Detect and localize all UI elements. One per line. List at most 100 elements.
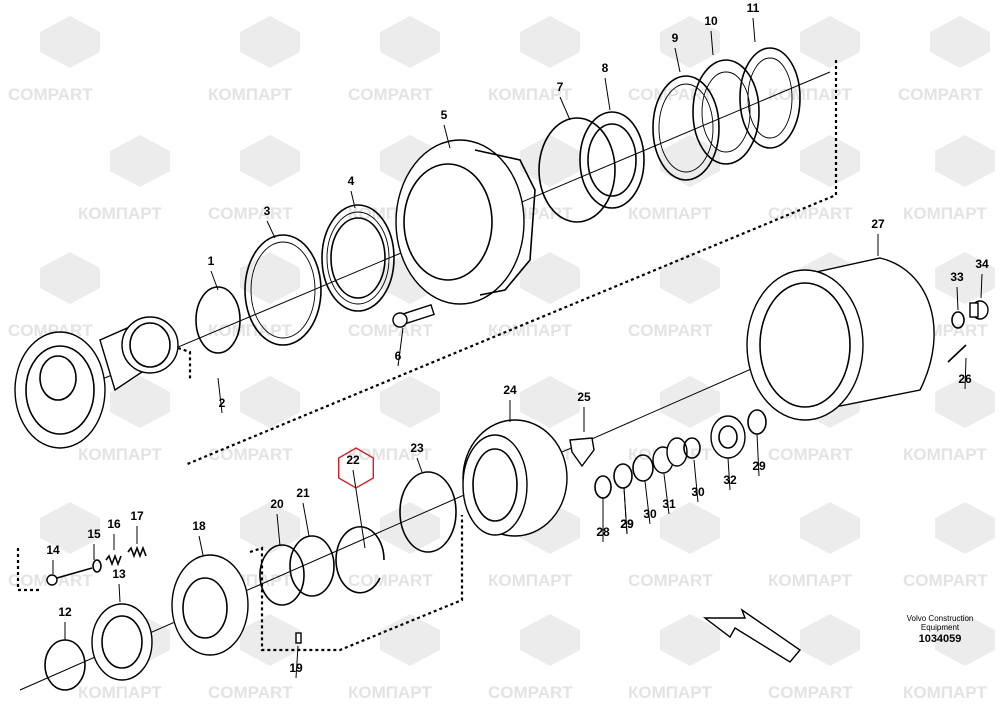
watermark-logo: [660, 502, 720, 554]
part-ring-29a[interactable]: [613, 463, 633, 489]
part-ring-33[interactable]: [951, 311, 965, 329]
watermark-text: КОМПАРТ: [903, 204, 987, 223]
part-housing-5[interactable]: [395, 139, 536, 305]
callout-22[interactable]: 22: [346, 453, 360, 467]
part-gear-13[interactable]: [91, 603, 153, 681]
part-bolt-6[interactable]: [392, 303, 435, 328]
part-disc-11[interactable]: [739, 47, 801, 149]
callout-17[interactable]: 17: [130, 509, 144, 523]
watermark-logo: [40, 16, 100, 68]
part-ring-30a[interactable]: [632, 454, 654, 482]
leader-line: [302, 502, 310, 537]
watermark-text: КОМПАРТ: [768, 85, 852, 104]
callout-32[interactable]: 32: [723, 473, 737, 487]
watermark-text: КОМПАРТ: [488, 321, 572, 340]
part-washer-15[interactable]: [92, 559, 102, 573]
callout-30[interactable]: 30: [643, 507, 657, 521]
callout-31[interactable]: 31: [662, 497, 676, 511]
callout-26[interactable]: 26: [958, 372, 972, 386]
watermark-text: КОМПАРТ: [78, 204, 162, 223]
callout-23[interactable]: 23: [410, 441, 424, 455]
leader-line: [727, 457, 731, 491]
callout-14[interactable]: 14: [46, 543, 60, 557]
callout-8[interactable]: 8: [602, 61, 609, 75]
part-ring-20[interactable]: [259, 544, 305, 606]
part-ring-29b[interactable]: [747, 409, 767, 435]
part-ring-28[interactable]: [594, 475, 612, 499]
callout-29[interactable]: 29: [620, 517, 634, 531]
part-seal-ring-3[interactable]: [244, 234, 322, 346]
part-bearing-8[interactable]: [579, 111, 645, 209]
part-hub-flange[interactable]: [14, 316, 179, 449]
callout-19[interactable]: 19: [289, 661, 303, 675]
part-spring-17[interactable]: [127, 545, 147, 559]
leader-line: [956, 286, 959, 311]
part-ring-23[interactable]: [399, 471, 457, 553]
callout-24[interactable]: 24: [503, 383, 517, 397]
leader-line: [416, 457, 423, 473]
callout-33[interactable]: 33: [950, 270, 964, 284]
watermark-logo: [240, 135, 300, 187]
part-ring-gear-24[interactable]: [462, 419, 568, 537]
watermark-text: COMPART: [768, 683, 853, 702]
part-gear-32[interactable]: [710, 415, 746, 459]
callout-18[interactable]: 18: [192, 519, 206, 533]
callout-2[interactable]: 2: [219, 396, 226, 410]
part-bolt-26[interactable]: [947, 344, 967, 363]
watermark-logo: [660, 614, 720, 666]
part-o-ring-12[interactable]: [44, 639, 86, 691]
callout-7[interactable]: 7: [557, 80, 564, 94]
watermark-logo: [520, 614, 580, 666]
callout-12[interactable]: 12: [58, 605, 72, 619]
part-pin-14[interactable]: [46, 567, 93, 586]
part-plug-34[interactable]: [969, 300, 989, 320]
callout-20[interactable]: 20: [270, 497, 284, 511]
watermark-text: COMPART: [628, 321, 713, 340]
watermark-text: КОМПАРТ: [208, 321, 292, 340]
part-spring-16[interactable]: [105, 553, 122, 567]
callout-25[interactable]: 25: [577, 390, 591, 404]
watermark-logo: [520, 252, 580, 304]
part-gear-small[interactable]: [666, 437, 688, 467]
part-bearing-4[interactable]: [321, 204, 395, 312]
watermark-text: COMPART: [8, 85, 93, 104]
callout-10[interactable]: 10: [704, 14, 718, 28]
part-pin-19[interactable]: [295, 632, 302, 644]
callout-5[interactable]: 5: [441, 108, 448, 122]
callout-29[interactable]: 29: [620, 517, 634, 531]
callout-6[interactable]: 6: [395, 349, 402, 363]
part-disc-10[interactable]: [692, 59, 760, 165]
part-plate-25[interactable]: [569, 437, 595, 468]
watermark-logo: [660, 376, 720, 428]
callout-27[interactable]: 27: [871, 217, 885, 231]
callout-11[interactable]: 11: [747, 1, 760, 15]
callout-29[interactable]: 29: [752, 459, 766, 473]
callout-16[interactable]: 16: [107, 517, 121, 531]
part-drum-27[interactable]: [746, 257, 935, 421]
part-carrier-18[interactable]: [171, 554, 249, 656]
callout-1[interactable]: 1: [208, 254, 215, 268]
callout-28[interactable]: 28: [596, 525, 610, 539]
watermark-logo: [240, 376, 300, 428]
leader-line: [266, 220, 276, 239]
part-disc-9[interactable]: [652, 75, 720, 181]
watermark-text: COMPART: [348, 321, 433, 340]
leader-line: [674, 47, 681, 73]
callout-21[interactable]: 21: [296, 486, 310, 500]
callout-3[interactable]: 3: [264, 204, 271, 218]
callout-15[interactable]: 15: [87, 527, 101, 541]
callout-34[interactable]: 34: [975, 257, 989, 271]
leader-line: [118, 583, 121, 603]
watermark-logo: [110, 376, 170, 428]
callout-4[interactable]: 4: [348, 174, 355, 188]
part-ring-30b[interactable]: [683, 437, 701, 459]
part-o-ring-7[interactable]: [538, 117, 616, 223]
part-ring-21[interactable]: [289, 535, 335, 597]
callout-9[interactable]: 9: [672, 31, 679, 45]
callout-13[interactable]: 13: [112, 567, 126, 581]
part-snap-ring-22[interactable]: [335, 525, 385, 594]
part-o-ring-1[interactable]: [195, 286, 241, 354]
watermark-text: КОМПАРТ: [488, 85, 572, 104]
callout-30[interactable]: 30: [691, 485, 705, 499]
